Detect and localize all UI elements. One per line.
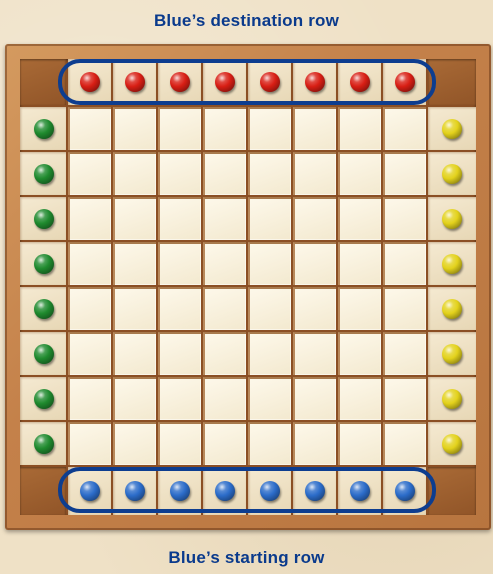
board-cell[interactable]: [113, 197, 156, 240]
yellow-piece[interactable]: [442, 254, 462, 274]
board-cell[interactable]: [68, 197, 111, 240]
board-cell[interactable]: [158, 107, 201, 150]
green-piece[interactable]: [34, 119, 54, 139]
yellow-piece[interactable]: [442, 164, 462, 184]
board-cell[interactable]: [383, 422, 426, 465]
board-cell[interactable]: [158, 422, 201, 465]
board-cell[interactable]: [248, 332, 291, 375]
board-cell[interactable]: [113, 242, 156, 285]
green-piece[interactable]: [34, 254, 54, 274]
yellow-piece[interactable]: [442, 389, 462, 409]
destination-row-highlight: [58, 59, 436, 105]
board-cell[interactable]: [338, 422, 381, 465]
yellow-piece[interactable]: [442, 209, 462, 229]
board-cell[interactable]: [293, 332, 336, 375]
board-cell[interactable]: [68, 152, 111, 195]
yellow-piece[interactable]: [442, 119, 462, 139]
board-cell[interactable]: [248, 377, 291, 420]
board-cell[interactable]: [338, 152, 381, 195]
board-grid: [20, 59, 476, 515]
board-cell[interactable]: [338, 377, 381, 420]
board-cell[interactable]: [203, 422, 246, 465]
green-piece[interactable]: [34, 299, 54, 319]
board-cell[interactable]: [158, 197, 201, 240]
board-cell[interactable]: [383, 197, 426, 240]
board-cell[interactable]: [68, 377, 111, 420]
board-cell[interactable]: [338, 242, 381, 285]
board-cell[interactable]: [203, 287, 246, 330]
board-cell[interactable]: [383, 107, 426, 150]
green-piece[interactable]: [34, 209, 54, 229]
board-cell[interactable]: [158, 242, 201, 285]
board-cell[interactable]: [203, 197, 246, 240]
board-cell[interactable]: [203, 377, 246, 420]
starting-row-highlight: [58, 467, 436, 513]
board-cell[interactable]: [248, 107, 291, 150]
board-cell[interactable]: [338, 107, 381, 150]
board-cell[interactable]: [383, 287, 426, 330]
board-cell[interactable]: [158, 152, 201, 195]
board-cell[interactable]: [203, 242, 246, 285]
board-cell[interactable]: [113, 422, 156, 465]
board-cell[interactable]: [68, 287, 111, 330]
board-cell[interactable]: [113, 107, 156, 150]
board-cell[interactable]: [248, 242, 291, 285]
board-cell[interactable]: [293, 152, 336, 195]
game-board: [5, 44, 491, 530]
green-piece[interactable]: [34, 344, 54, 364]
board-cell[interactable]: [68, 242, 111, 285]
board-cell[interactable]: [158, 287, 201, 330]
destination-row-caption: Blue’s destination row: [0, 11, 493, 31]
yellow-piece[interactable]: [442, 299, 462, 319]
board-cell[interactable]: [203, 152, 246, 195]
board-cell[interactable]: [158, 332, 201, 375]
board-cell[interactable]: [203, 332, 246, 375]
board-cell[interactable]: [248, 287, 291, 330]
board-cell[interactable]: [68, 107, 111, 150]
board-cell[interactable]: [293, 422, 336, 465]
board-cell[interactable]: [338, 197, 381, 240]
starting-row-caption: Blue’s starting row: [0, 548, 493, 568]
board-cell[interactable]: [248, 197, 291, 240]
board-cell[interactable]: [113, 377, 156, 420]
board-cell[interactable]: [383, 377, 426, 420]
board-cell[interactable]: [113, 287, 156, 330]
board-cell[interactable]: [293, 107, 336, 150]
green-piece[interactable]: [34, 389, 54, 409]
board-cell[interactable]: [293, 197, 336, 240]
board-cell[interactable]: [383, 332, 426, 375]
yellow-piece[interactable]: [442, 434, 462, 454]
yellow-piece[interactable]: [442, 344, 462, 364]
board-cell[interactable]: [248, 422, 291, 465]
board-cell[interactable]: [293, 242, 336, 285]
board-cell[interactable]: [68, 332, 111, 375]
board-cell[interactable]: [338, 332, 381, 375]
board-cell[interactable]: [203, 107, 246, 150]
green-piece[interactable]: [34, 434, 54, 454]
board-cell[interactable]: [293, 287, 336, 330]
board-cell[interactable]: [113, 332, 156, 375]
board-cell[interactable]: [293, 377, 336, 420]
board-cell[interactable]: [383, 242, 426, 285]
board-cell[interactable]: [248, 152, 291, 195]
board-cell[interactable]: [158, 377, 201, 420]
board-cell[interactable]: [383, 152, 426, 195]
board-cell[interactable]: [113, 152, 156, 195]
board-cell[interactable]: [68, 422, 111, 465]
board-cell[interactable]: [338, 287, 381, 330]
green-piece[interactable]: [34, 164, 54, 184]
